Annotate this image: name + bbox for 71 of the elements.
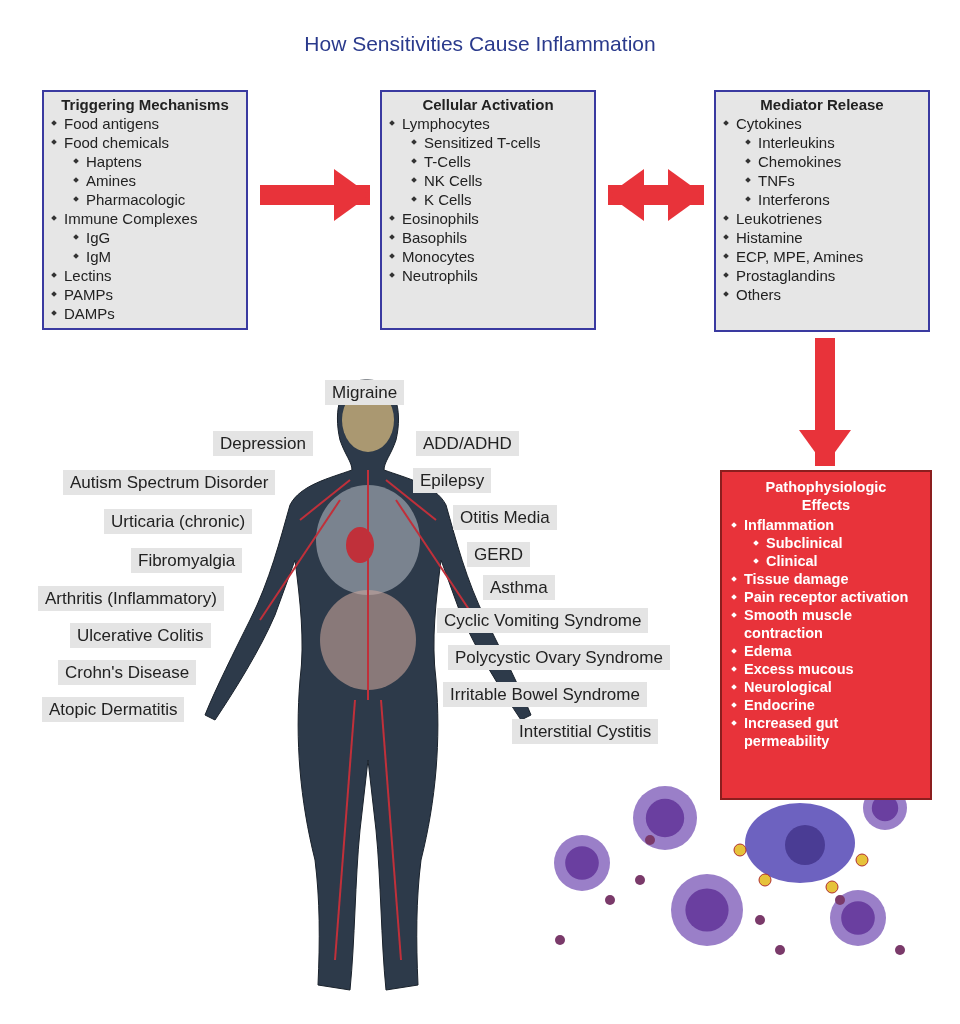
list-item: Lymphocytes xyxy=(388,114,588,133)
list-item: Tissue damage xyxy=(730,570,922,588)
list-item: IgM xyxy=(72,247,240,266)
list-item: Basophils xyxy=(388,228,588,247)
list-item: Pain receptor activation xyxy=(730,588,922,606)
condition-label: Crohn's Disease xyxy=(58,660,197,685)
list-item: Leukotrienes xyxy=(722,209,922,228)
list-item: NK Cells xyxy=(410,171,588,190)
box-heading: Mediator Release xyxy=(759,96,885,113)
list-item: Endocrine xyxy=(730,696,922,714)
block-arrow xyxy=(260,169,370,221)
list-item: ECP, MPE, Amines xyxy=(722,247,922,266)
list-item: Eosinophils xyxy=(388,209,588,228)
list-item: TNFs xyxy=(744,171,922,190)
list-item: K Cells xyxy=(410,190,588,209)
list-item: Chemokines xyxy=(744,152,922,171)
diagram-title: How Sensitivities Cause Inflammation xyxy=(303,32,657,56)
list-item: Monocytes xyxy=(388,247,588,266)
list-item: Increased gut permeability xyxy=(730,714,922,750)
list-item: Immune Complexes xyxy=(50,209,240,228)
condition-label: ADD/ADHD xyxy=(416,431,519,456)
block-arrow xyxy=(799,338,851,466)
list-item: Lectins xyxy=(50,266,240,285)
list-item: Interferons xyxy=(744,190,922,209)
list-item: Interleukins xyxy=(744,133,922,152)
effects-box xyxy=(720,470,932,800)
condition-label: Interstitial Cystitis xyxy=(512,719,659,744)
condition-label: Atopic Dermatitis xyxy=(42,697,185,722)
list-item: Histamine xyxy=(722,228,922,247)
list-item: DAMPs xyxy=(50,304,240,323)
list-item: Neurological xyxy=(730,678,922,696)
condition-label: GERD xyxy=(467,542,531,567)
box-heading: Cellular Activation xyxy=(421,96,555,113)
list-item: Prostaglandins xyxy=(722,266,922,285)
condition-label: Arthritis (Inflammatory) xyxy=(38,586,224,611)
list-item: Clinical xyxy=(752,552,922,570)
list-item: Food antigens xyxy=(50,114,240,133)
list-item: Sensitized T-cells xyxy=(410,133,588,152)
list-item: Edema xyxy=(730,642,922,660)
condition-label: Migraine xyxy=(325,380,405,405)
list-item: Smooth muscle contraction xyxy=(730,606,922,642)
box-heading: Triggering Mechanisms xyxy=(60,96,230,113)
list-item: IgG xyxy=(72,228,240,247)
box-heading: Pathophysiologic Effects xyxy=(764,478,888,514)
list-item: Haptens xyxy=(72,152,240,171)
list-item: Pharmacologic xyxy=(72,190,240,209)
process-box xyxy=(714,90,930,332)
condition-label: Cyclic Vomiting Syndrome xyxy=(437,608,649,633)
process-box xyxy=(42,90,248,330)
list-item: Cytokines xyxy=(722,114,922,133)
condition-label: Urticaria (chronic) xyxy=(104,509,253,534)
list-item: Food chemicals xyxy=(50,133,240,152)
condition-label: Asthma xyxy=(483,575,555,600)
condition-label: Otitis Media xyxy=(453,505,557,530)
condition-label: Autism Spectrum Disorder xyxy=(63,470,276,495)
list-item: T-Cells xyxy=(410,152,588,171)
block-arrow xyxy=(608,169,704,221)
list-item: Subclinical xyxy=(752,534,922,552)
list-item: Others xyxy=(722,285,922,304)
list-item: Excess mucous xyxy=(730,660,922,678)
process-box xyxy=(380,90,596,330)
condition-label: Fibromyalgia xyxy=(131,548,243,573)
list-item: PAMPs xyxy=(50,285,240,304)
condition-label: Depression xyxy=(213,431,313,456)
condition-label: Irritable Bowel Syndrome xyxy=(443,682,647,707)
condition-label: Polycystic Ovary Syndrome xyxy=(448,645,670,670)
condition-label: Epilepsy xyxy=(413,468,492,493)
list-item: Neutrophils xyxy=(388,266,588,285)
list-item: Amines xyxy=(72,171,240,190)
list-item: Inflammation xyxy=(730,516,922,534)
condition-label: Ulcerative Colitis xyxy=(70,623,211,648)
